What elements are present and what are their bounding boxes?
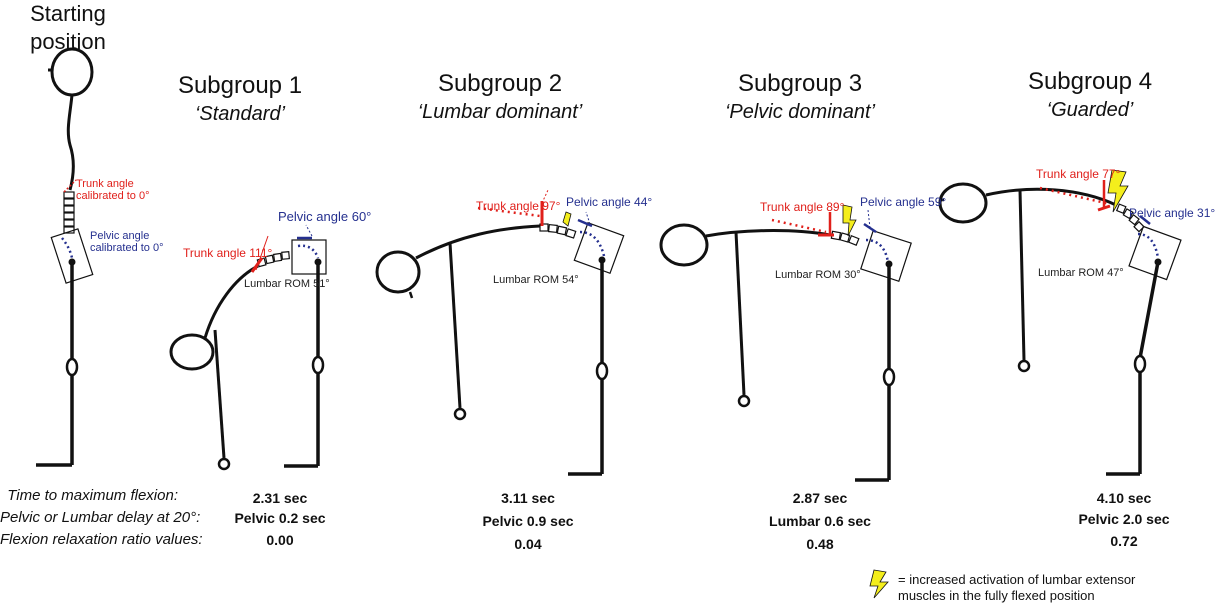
subgroup4-time: 4.10 sec <box>1096 490 1152 506</box>
subgroup4-pelvic-angle: Pelvic angle 31° <box>1129 206 1215 220</box>
subgroup1-time: 2.31 sec <box>252 490 308 506</box>
subgroup2-lumbar-rom: Lumbar ROM 54° <box>493 274 579 286</box>
subgroup3-lumbar-rom: Lumbar ROM 30° <box>775 269 861 281</box>
subgroup2-frr: 0.04 <box>514 536 542 552</box>
subgroup1-lumbar-rom: Lumbar ROM 51° <box>244 278 330 290</box>
lightning-bolt-icon <box>842 204 857 237</box>
pelvis-box <box>291 239 327 275</box>
subgroup4-delay: Pelvic 2.0 sec <box>1078 511 1170 527</box>
subgroup2-delay: Pelvic 0.9 sec <box>482 513 574 529</box>
pelvis-box <box>1128 225 1182 281</box>
subgroup3-delay: Lumbar 0.6 sec <box>769 513 871 529</box>
spine <box>66 94 75 191</box>
lumbar-segments <box>256 251 290 268</box>
head <box>375 250 421 294</box>
arm <box>448 242 462 409</box>
spine <box>415 224 541 260</box>
subgroup4-subtitle: ‘Guarded’ <box>1046 99 1134 121</box>
lightning-bolt-icon <box>562 211 572 227</box>
subgroup4-title: Subgroup 4 <box>1027 68 1153 95</box>
subgroup2-time: 3.11 sec <box>501 490 555 506</box>
lumbar-segments <box>539 223 577 239</box>
subgroup3-time: 2.87 sec <box>792 490 848 506</box>
row-label-delay: Pelvic or Lumbar delay at 20°: <box>0 509 201 526</box>
spine <box>203 264 259 339</box>
trunk-angle-marker <box>250 257 264 273</box>
subgroup3-figure <box>659 204 912 482</box>
subgroup2-pelvic-angle: Pelvic angle 44° <box>566 195 653 209</box>
pelvis-box <box>50 228 94 284</box>
subgroup4-figure <box>938 169 1182 476</box>
lumbar-segments <box>830 230 860 246</box>
starting-trunk-label: Trunk angle calibrated to 0° <box>76 178 150 202</box>
trunk-angle-marker <box>63 179 77 193</box>
lumbar-segments <box>1115 203 1145 233</box>
subgroup1-pelvic-angle: Pelvic angle 60° <box>278 209 372 224</box>
subgroup2-trunk-angle: Trunk angle 97° <box>476 199 561 213</box>
starting-figure <box>36 47 94 467</box>
subgroup2-title: Subgroup 2 <box>437 70 563 97</box>
subgroup3-title: Subgroup 3 <box>737 70 863 97</box>
subgroup2-subtitle: ‘Lumbar dominant’ <box>417 101 583 123</box>
subgroup3-subtitle: ‘Pelvic dominant’ <box>724 101 876 123</box>
legend-lightning-bolt-icon <box>869 569 889 599</box>
pelvic-angle-marker <box>1139 215 1151 225</box>
pelvis-box <box>860 230 912 282</box>
arm <box>213 329 226 459</box>
row-label-frr: Flexion relaxation ratio values: <box>0 531 203 548</box>
subgroup1-title: Subgroup 1 <box>177 72 303 99</box>
starting-position-title: Starting position <box>30 1 106 54</box>
subgroup4-lumbar-rom: Lumbar ROM 47° <box>1038 267 1124 279</box>
head <box>659 223 709 267</box>
subgroup3-pelvic-angle: Pelvic angle 59° <box>860 195 947 209</box>
lightning-bolt-icon <box>1107 169 1129 213</box>
trunk-angle-marker <box>477 206 541 218</box>
arm <box>734 231 746 396</box>
pelvis-box <box>573 221 625 275</box>
legend-text: = increased activation of lumbar extenso… <box>898 572 1136 603</box>
arm <box>1018 189 1026 361</box>
subgroup4-frr: 0.72 <box>1110 533 1138 549</box>
subgroup1-delay: Pelvic 0.2 sec <box>234 510 326 526</box>
head <box>169 333 215 371</box>
pelvic-angle-marker <box>577 218 593 228</box>
head <box>938 182 988 224</box>
subgroup3-frr: 0.48 <box>806 536 834 552</box>
subgroup2-figure <box>375 189 625 476</box>
spine <box>985 187 1117 207</box>
row-label-time: Time to maximum flexion: <box>7 487 178 504</box>
lumbar-segments <box>63 191 75 234</box>
pelvic-angle-marker <box>61 237 74 259</box>
subgroup4-trunk-angle: Trunk angle 77° <box>1036 167 1121 181</box>
subgroup3-trunk-angle: Trunk angle 89° <box>760 200 845 214</box>
subgroup1-figure <box>169 224 327 471</box>
subgroup1-subtitle: ‘Standard’ <box>194 103 286 125</box>
subgroup1-trunk-angle: Trunk angle 111° <box>183 246 273 260</box>
subgroup1-frr: 0.00 <box>266 532 294 548</box>
spine <box>705 229 831 238</box>
starting-pelvic-label: Pelvic angle calibrated to 0° <box>90 230 164 254</box>
